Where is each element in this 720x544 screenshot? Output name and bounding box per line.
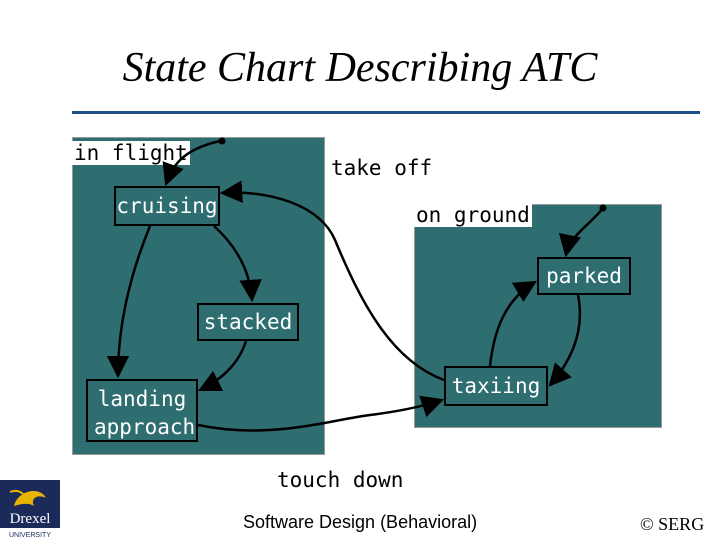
transition-take-off (219, 180, 445, 382)
transition-taxiing-parked (488, 280, 537, 367)
state-landing-approach: landing approach (86, 379, 198, 442)
initial-transition-parked (558, 207, 604, 258)
transition-cruising-stacked (213, 225, 262, 303)
logo-subtext: UNIVERSITY (9, 532, 51, 539)
state-stacked: stacked (197, 303, 299, 341)
superstate-on-ground-label: on ground (414, 203, 532, 227)
initial-dot-on-ground (599, 204, 607, 212)
footer-copyright: © SERG (640, 514, 705, 534)
transition-touch-down (197, 395, 445, 432)
superstate-in-flight-label: in flight (72, 141, 190, 165)
state-parked: parked (537, 257, 631, 295)
transition-take-off-label: take off (331, 156, 433, 180)
slide-title: State Chart Describing ATC (122, 45, 598, 91)
transition-stacked-landing (197, 340, 248, 392)
transition-parked-taxiing (548, 294, 582, 387)
state-cruising: cruising (114, 186, 220, 226)
footer-course-title: Software Design (Behavioral) (243, 512, 478, 532)
logo-text: Drexel (10, 511, 51, 527)
title-rule (72, 111, 700, 114)
initial-transition-cruising (162, 139, 221, 187)
drexel-logo: Drexel UNIVERSITY (0, 480, 60, 540)
initial-dot-in-flight (218, 137, 226, 145)
transition-cruising-landing (106, 225, 152, 379)
transition-touch-down-label: touch down (277, 468, 404, 492)
state-taxiing: taxiing (444, 366, 548, 406)
